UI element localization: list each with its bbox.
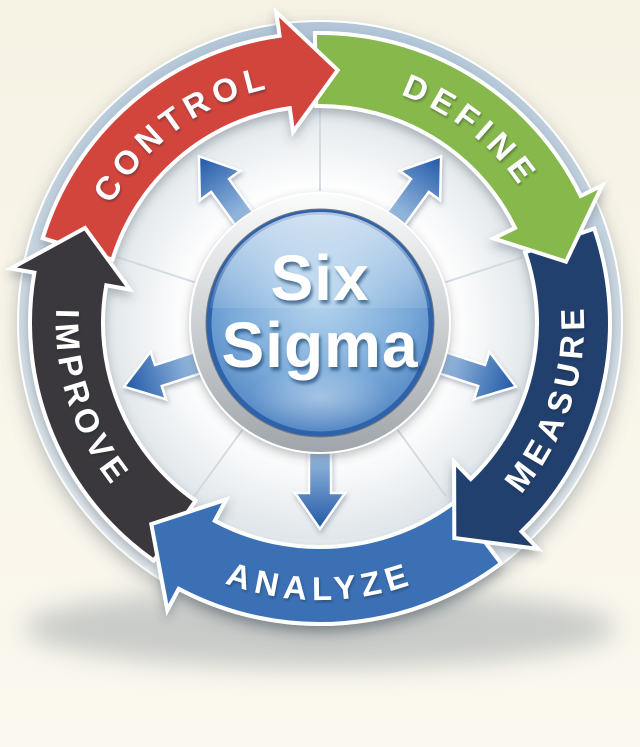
radial-arrow-down-left	[121, 349, 206, 402]
segment-arrow-define	[312, 30, 607, 265]
segment-arrow-measure	[452, 226, 613, 552]
wheel-ground-shadow	[24, 588, 616, 668]
disc-seam-1	[445, 255, 524, 284]
center-label-line2: Sigma	[221, 309, 418, 381]
radial-arrows	[121, 154, 519, 532]
disc-seams	[116, 109, 524, 497]
process-ring	[4, 6, 613, 626]
radial-arrow-up-right	[383, 154, 443, 230]
radial-arrow-shape-up-right	[383, 154, 443, 230]
disc-seam-2	[396, 429, 447, 497]
segment-arrow-control	[40, 6, 341, 263]
segment-arrow-improve	[4, 225, 199, 564]
radial-arrow-shape-down-left	[121, 349, 206, 402]
center-label-line1: Six	[270, 242, 369, 314]
radial-arrow-shape-down	[292, 447, 348, 532]
disc-seam-4	[116, 255, 195, 284]
radial-arrow-shape-down-right	[434, 349, 519, 402]
radial-arrow-down-right	[434, 349, 519, 402]
disc-seam-3	[193, 429, 244, 497]
center-hub: Six Sigma	[189, 192, 451, 454]
sphere-bottom-glow	[250, 366, 390, 430]
radial-arrow-down	[292, 447, 348, 532]
radial-arrow-up-left	[197, 154, 257, 230]
radial-arrow-shape-up-left	[197, 154, 257, 230]
